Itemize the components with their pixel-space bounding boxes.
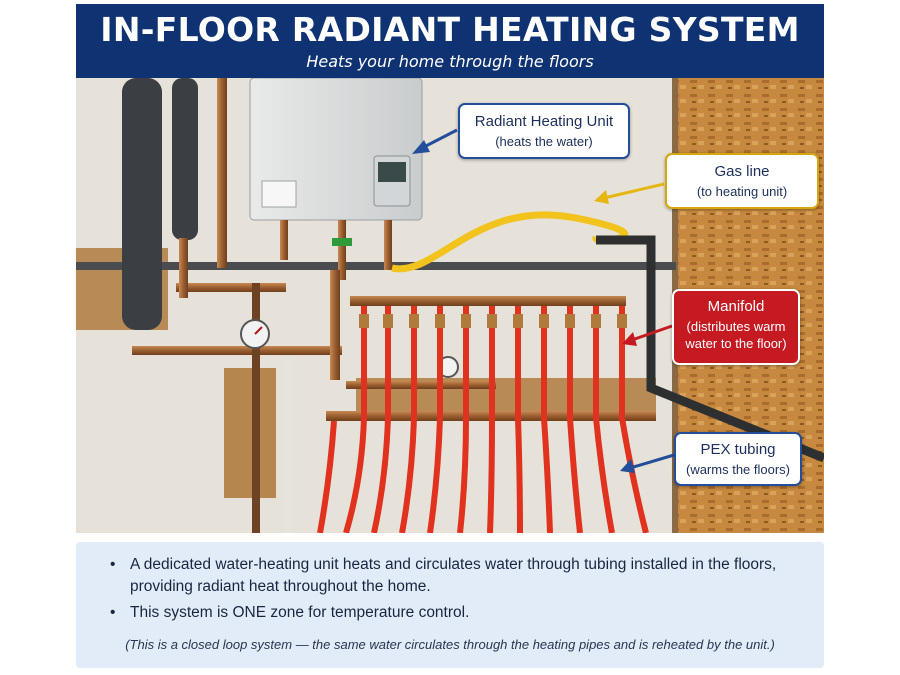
callout-title: Manifold [707, 298, 765, 315]
pex-tubing [317, 306, 649, 533]
callout-subtitle: (distributes warm water to the floor) [685, 319, 787, 351]
list-item: • A dedicated water-heating unit heats a… [110, 554, 800, 598]
manifold-callout-arrow [622, 324, 673, 346]
wood-post [224, 368, 276, 498]
bullet-text: A dedicated water-heating unit heats and… [130, 556, 777, 595]
insulated-pipe [122, 78, 162, 330]
bullet-icon: • [110, 556, 116, 573]
info-panel: • A dedicated water-heating unit heats a… [76, 542, 824, 668]
insulated-pipe [172, 78, 198, 240]
callout-gas-line: Gas line (to heating unit) [665, 153, 819, 209]
callout-title: Gas line [714, 163, 770, 180]
callout-manifold: Manifold (distributes warm water to the … [672, 289, 800, 365]
black-gas-pipe [596, 235, 824, 463]
callout-radiant-heating-unit: Radiant Heating Unit (heats the water) [458, 103, 630, 159]
page-title: IN-FLOOR RADIANT HEATING SYSTEM [100, 10, 800, 49]
callout-subtitle: (warms the floors) [685, 462, 791, 477]
pex-callout-arrow [620, 453, 675, 473]
bullet-text: This system is ONE zone for temperature … [130, 604, 470, 621]
closed-loop-note: (This is a closed loop system — the same… [125, 637, 775, 652]
list-item: • This system is ONE zone for temperatur… [110, 602, 800, 624]
callout-title: PEX tubing [700, 441, 776, 458]
gas-callout-arrow [594, 182, 665, 204]
bullet-icon: • [110, 604, 116, 621]
supply-manifold [350, 296, 626, 306]
page-subtitle: Heats your home through the floors [306, 52, 594, 71]
callout-subtitle: (heats the water) [495, 134, 593, 149]
radiant-heating-unit [249, 78, 423, 221]
callout-pex-tubing: PEX tubing (warms the floors) [674, 432, 802, 486]
callout-title: Radiant Heating Unit [474, 113, 614, 130]
header-banner: IN-FLOOR RADIANT HEATING SYSTEM Heats yo… [76, 4, 824, 78]
unit-callout-arrow [412, 128, 458, 154]
callout-subtitle: (to heating unit) [696, 184, 788, 199]
